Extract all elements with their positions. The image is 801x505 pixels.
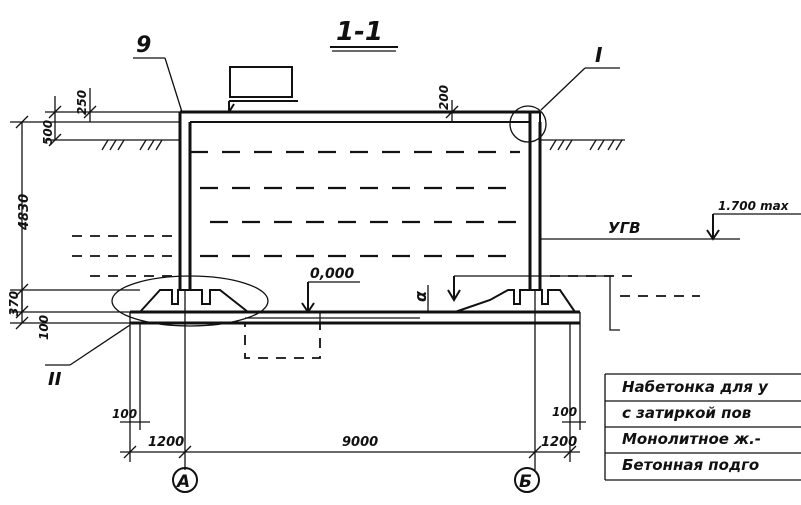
dim-370: 370 (7, 291, 21, 316)
slab-thickness-mark: α (411, 275, 620, 331)
callout-9: 9 (133, 33, 183, 113)
axis-a: А (172, 440, 198, 493)
legend-row-4: Бетонная подго (622, 456, 759, 474)
legend-table: Набетонка для у с затиркой пов Монолитно… (604, 373, 801, 481)
callout-9-text: 9 (136, 33, 151, 58)
water-table-label: УГВ (608, 219, 641, 237)
section-title-text: 1-1 (336, 17, 383, 47)
dim-100-left: 100 (112, 407, 137, 421)
axis-b: Б (514, 440, 540, 493)
dim-200: 200 (437, 85, 451, 110)
dim-100-right: 100 (552, 405, 577, 419)
callout-node-2: II (45, 275, 269, 390)
axis-b-text: Б (519, 472, 532, 492)
callout-node-1-text: I (595, 43, 603, 67)
dim-500: 500 (41, 120, 55, 145)
structure (178, 66, 542, 290)
dim-9000: 9000 (342, 435, 378, 450)
dim-250: 250 (75, 90, 89, 115)
dim-4830: 4830 (17, 194, 32, 231)
callout-node-2-text: II (48, 369, 62, 390)
left-haunch (139, 289, 249, 313)
section-title: 1-1 (330, 17, 398, 52)
water-table-mark: УГВ 1.700 max (608, 199, 801, 241)
dim-1200-right: 1200 (541, 435, 577, 450)
right-haunch (454, 289, 576, 313)
floor-level-mark: 0,000 (301, 266, 360, 314)
legend-row-2: с затиркой пов (622, 404, 751, 422)
left-dimensions: 4830 500 250 370 100 (7, 88, 180, 340)
legend-row-3: Монолитное ж.- (622, 430, 761, 448)
load-box (229, 66, 293, 98)
sump-outline (244, 322, 321, 359)
callout-node-1: I (509, 43, 620, 143)
slab-thickness-text: α (411, 290, 430, 302)
dim-100-base: 100 (37, 315, 51, 340)
base-slab (129, 289, 581, 359)
ground-line (100, 139, 625, 151)
floor-level-text: 0,000 (310, 266, 355, 282)
legend-row-1: Набетонка для у (622, 378, 769, 396)
axis-a-text: А (175, 472, 190, 492)
bottom-dimensions: 100 100 1200 1200 9000 (112, 290, 586, 462)
roof-dimension: 200 (437, 85, 459, 122)
dim-1200-left: 1200 (148, 435, 184, 450)
water-table-level: 1.700 max (718, 199, 790, 213)
